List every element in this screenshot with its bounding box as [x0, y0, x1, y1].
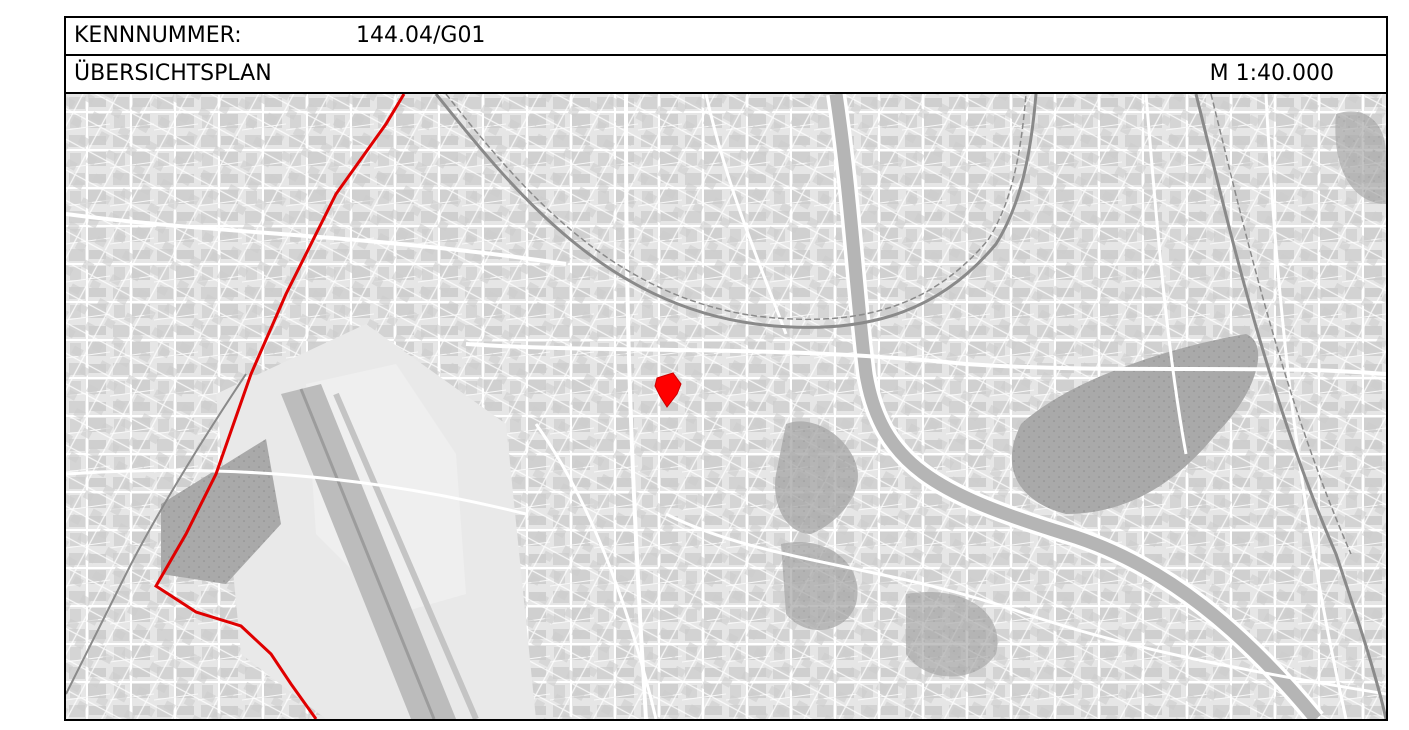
runway-centerline — [299, 388, 436, 719]
park-hill-east — [1011, 334, 1259, 514]
title-row: ÜBERSICHTSPLAN M 1:40.000 — [66, 56, 1386, 94]
airport-green — [161, 439, 281, 584]
park-northeast — [1335, 111, 1386, 204]
railways — [66, 94, 1386, 719]
id-label: KENNNUMMER: — [74, 23, 242, 48]
plan-frame: KENNNUMMER: 144.04/G01 ÜBERSICHTSPLAN M … — [64, 16, 1388, 721]
plan-title: ÜBERSICHTSPLAN — [74, 61, 272, 86]
park-hill-central — [775, 421, 858, 534]
id-value: 144.04/G01 — [356, 23, 486, 48]
id-row: KENNNUMMER: 144.04/G01 — [66, 18, 1386, 56]
city-boundary — [153, 94, 406, 719]
site-marker — [654, 372, 682, 408]
main-roads — [66, 94, 1386, 719]
park-south-b — [906, 592, 998, 677]
river — [829, 94, 1322, 719]
scale-label: M 1:40.000 — [1209, 61, 1334, 86]
overview-map[interactable] — [66, 94, 1386, 719]
taxiway — [333, 392, 479, 719]
runway — [281, 384, 456, 719]
